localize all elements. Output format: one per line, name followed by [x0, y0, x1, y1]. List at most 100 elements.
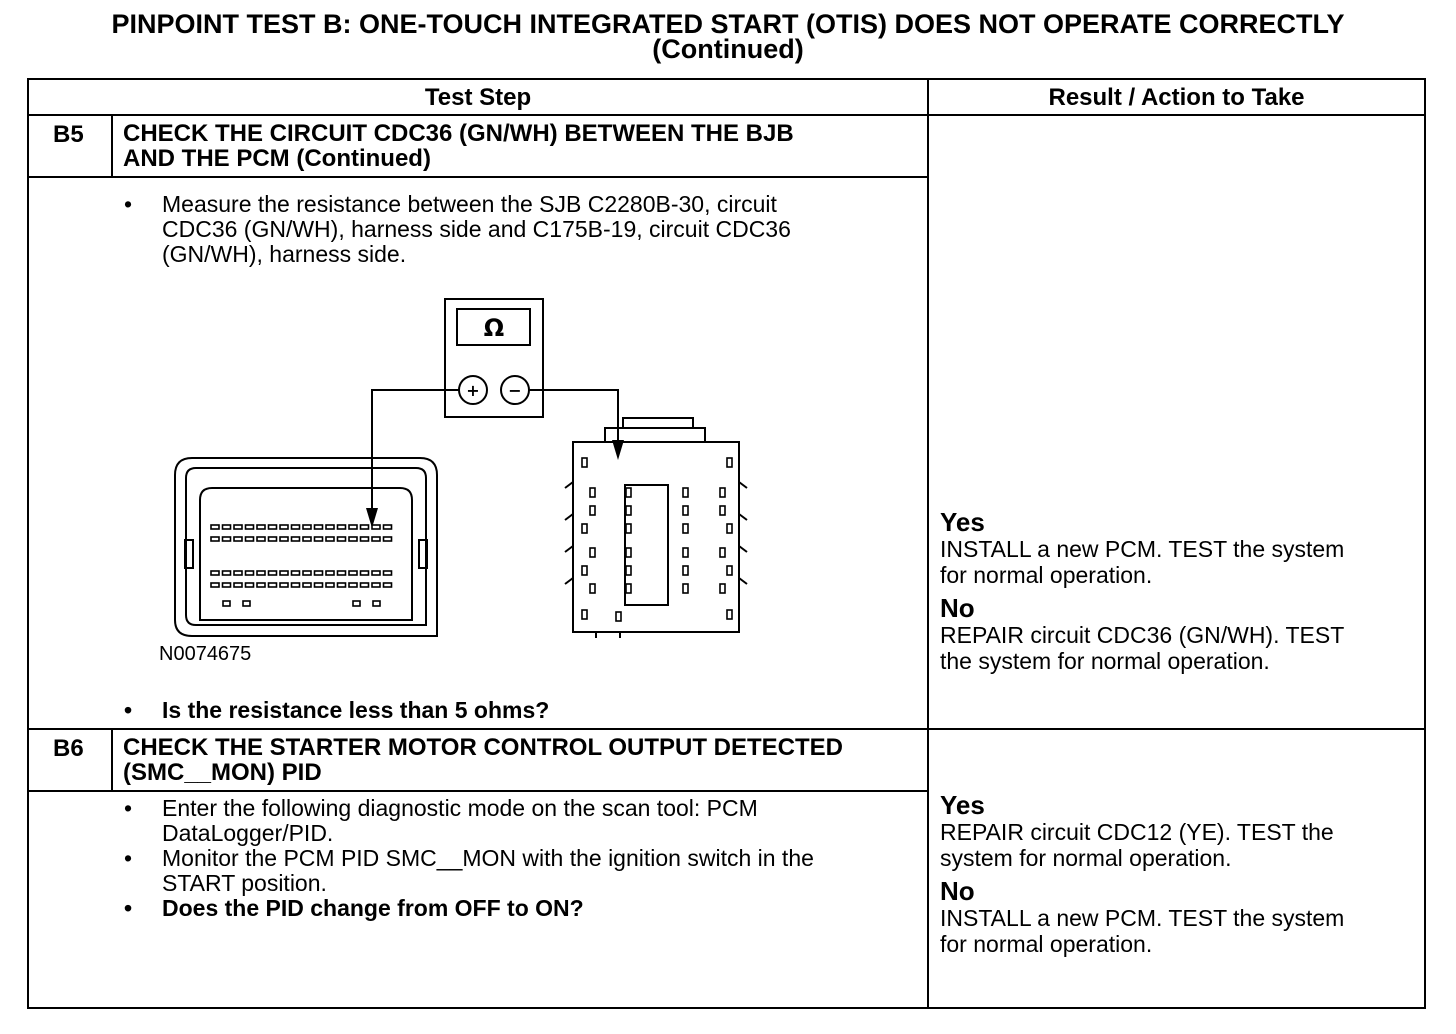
connector-pin — [348, 536, 358, 542]
connector-pin — [313, 570, 324, 576]
b6-no-line1: INSTALL a new PCM. TEST the system — [940, 905, 1345, 931]
connector-pin — [325, 524, 335, 530]
sjb-connector-outline — [572, 441, 740, 633]
connector-pin — [302, 536, 312, 542]
connector-pin — [359, 524, 370, 530]
connector-pin — [359, 536, 370, 542]
title-line-1: PINPOINT TEST B: ONE-TOUCH INTEGRATED ST… — [111, 9, 1345, 39]
pcm-connector-outline — [174, 457, 438, 637]
connector-pin — [267, 582, 278, 588]
connector-pin — [221, 536, 232, 542]
connector-pin — [336, 570, 347, 576]
connector-pin — [726, 523, 733, 534]
b6-step2-line1: Monitor the PCM PID SMC__MON with the ig… — [162, 845, 814, 871]
connector-pin — [719, 583, 726, 594]
b6-yes-label: Yes — [940, 790, 985, 820]
connector-pin — [336, 582, 347, 588]
pinpoint-table: Test Step Result / Action to Take B5 CHE… — [27, 78, 1426, 1009]
connector-pin — [233, 570, 243, 576]
connector-pin — [244, 524, 255, 530]
connector-pin — [581, 565, 588, 576]
header-test-step: Test Step — [424, 84, 532, 111]
connector-pin — [244, 536, 255, 542]
connector-pin — [625, 523, 632, 534]
connector-pin — [719, 487, 726, 498]
connector-pin — [581, 457, 588, 468]
connector-pin — [313, 582, 324, 588]
step-title-b5-line2: AND THE PCM (Continued) — [123, 145, 431, 172]
ohm-symbol: Ω — [484, 314, 504, 342]
b6-result: Yes REPAIR circuit CDC12 (YE). TEST the … — [940, 791, 1344, 963]
b5-yes-line2: for normal operation. — [940, 562, 1153, 588]
b6-id-divider — [111, 728, 113, 790]
connector-pin — [256, 582, 266, 588]
connector-pin — [719, 547, 726, 558]
connector-pin — [210, 524, 220, 530]
connector-pin — [682, 565, 689, 576]
b6-yes-line2: system for normal operation. — [940, 845, 1232, 871]
header-result: Result / Action to Take — [1048, 84, 1305, 111]
connector-pin — [382, 582, 393, 588]
connector-pin — [256, 524, 266, 530]
b6-title-divider — [29, 790, 927, 792]
connector-pin — [279, 536, 289, 542]
connector-pin — [625, 547, 632, 558]
connector-pin — [625, 487, 632, 498]
connector-pin — [589, 583, 596, 594]
connector-pin — [244, 582, 255, 588]
header-divider — [29, 114, 1424, 116]
step-title-b5: CHECK THE CIRCUIT CDC36 (GN/WH) BETWEEN … — [123, 121, 794, 171]
connector-pin — [371, 524, 381, 530]
connector-pin — [625, 505, 632, 516]
connector-pin — [615, 611, 622, 622]
ohmmeter-body — [444, 298, 544, 418]
list-item: • Enter the following diagnostic mode on… — [119, 796, 814, 846]
connector-pin — [348, 524, 358, 530]
b5-question: • Is the resistance less than 5 ohms? — [119, 698, 549, 723]
b5-title-divider — [29, 176, 927, 178]
connector-pin — [359, 570, 370, 576]
b5-yes-action: INSTALL a new PCM. TEST the system for n… — [940, 536, 1344, 588]
connector-pin — [267, 524, 278, 530]
figure-code: N0074675 — [159, 643, 252, 665]
connector-pin — [371, 570, 381, 576]
connector-pin — [348, 582, 358, 588]
connector-pin — [221, 570, 232, 576]
connector-pin — [244, 570, 255, 576]
b5-no-label: No — [940, 593, 975, 623]
connector-pin — [267, 570, 278, 576]
connector-pin — [210, 570, 220, 576]
connector-pin — [302, 570, 312, 576]
list-item: • Is the resistance less than 5 ohms? — [119, 698, 549, 723]
connector-pin — [682, 583, 689, 594]
step-title-b6: CHECK THE STARTER MOTOR CONTROL OUTPUT D… — [123, 735, 843, 785]
b6-no-label: No — [940, 876, 975, 906]
connector-pin — [279, 582, 289, 588]
probe-tip-left — [366, 508, 378, 528]
connector-pin — [233, 524, 243, 530]
ohmmeter-diagram: Ω + − — [174, 298, 748, 638]
b5-instructions: • Measure the resistance between the SJB… — [119, 192, 791, 267]
plus-symbol: + — [466, 381, 479, 400]
connector-pin — [325, 582, 335, 588]
connector-pin — [589, 547, 596, 558]
connector-pin — [279, 570, 289, 576]
connector-pin — [682, 487, 689, 498]
step-id-b6: B6 — [53, 735, 84, 762]
connector-pin — [682, 547, 689, 558]
b5-yes-line1: INSTALL a new PCM. TEST the system — [940, 536, 1345, 562]
b5-no-line2: the system for normal operation. — [940, 648, 1270, 674]
connector-pin — [210, 582, 220, 588]
b6-no-action: INSTALL a new PCM. TEST the system for n… — [940, 905, 1344, 957]
b6-step1-line1: Enter the following diagnostic mode on t… — [162, 795, 758, 821]
b6-yes-line1: REPAIR circuit CDC12 (YE). TEST the — [940, 819, 1334, 845]
connector-pin — [625, 583, 632, 594]
b6-no-line2: for normal operation. — [940, 931, 1153, 957]
list-item: • Monitor the PCM PID SMC__MON with the … — [119, 846, 814, 896]
step-title-b6-line1: CHECK THE STARTER MOTOR CONTROL OUTPUT D… — [123, 734, 843, 761]
connector-pin — [221, 582, 232, 588]
connector-pin — [371, 536, 381, 542]
page-title: PINPOINT TEST B: ONE-TOUCH INTEGRATED ST… — [0, 9, 1456, 63]
negative-lead — [529, 389, 619, 452]
bullet-icon: • — [124, 191, 133, 217]
